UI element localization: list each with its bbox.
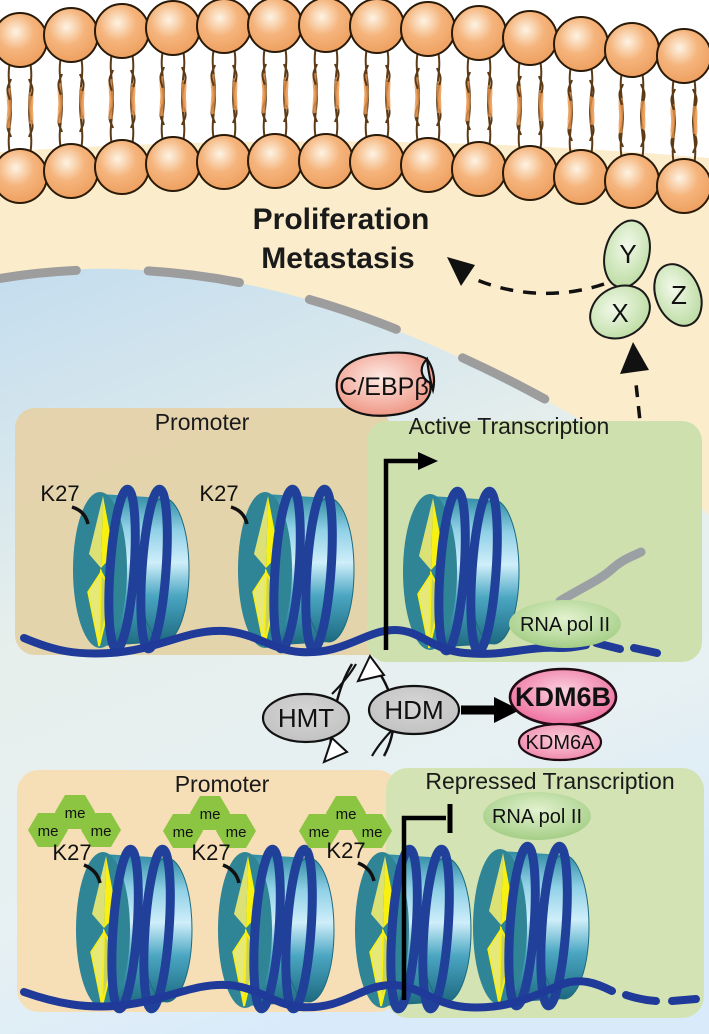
rna-pol-ii-active — [509, 600, 621, 648]
me-label: me — [173, 824, 194, 841]
me-label: me — [336, 806, 357, 823]
me-label: me — [309, 824, 330, 841]
rna-pol-ii-repressed — [483, 792, 591, 840]
proliferation-label: Proliferation — [253, 203, 430, 236]
hmt-enzyme — [261, 692, 351, 744]
k27-label-bottom-3: K27 — [326, 838, 365, 863]
me3-cluster-1: me me me — [28, 795, 121, 847]
promoter-top-title: Promoter — [155, 409, 250, 435]
metastasis-label: Metastasis — [261, 242, 414, 275]
me-label: me — [200, 806, 221, 823]
me-label: me — [65, 805, 86, 822]
active-transcription-title: Active Transcription — [409, 413, 610, 439]
nucleosome-top-1 — [73, 488, 189, 649]
k27-label-top-1: K27 — [40, 481, 79, 506]
dna-strand-top — [20, 625, 661, 658]
k27-pointer-bottom-3 — [357, 861, 376, 882]
k27-pointer-bottom-2 — [222, 863, 241, 884]
k27-pointer-bottom-1 — [83, 863, 102, 884]
kdm6a-label: KDM6A — [526, 732, 596, 754]
hdm-enzyme — [367, 684, 461, 736]
hdm-to-kdm6b-arrow — [461, 697, 520, 723]
cebpb-protein: C/EBPβ — [335, 351, 436, 417]
protein-z — [653, 263, 703, 327]
me3-cluster-2: me me me — [163, 796, 256, 848]
kdm6a-enzyme — [517, 722, 603, 762]
me-label: me — [91, 823, 112, 840]
promoter-bottom-title: Promoter — [175, 771, 270, 797]
me-label: me — [226, 824, 247, 841]
protein-z-label: Z — [671, 280, 687, 310]
hdm-label: HDM — [384, 695, 443, 725]
protein-x — [589, 284, 651, 340]
k27-label-top-2: K27 — [199, 481, 238, 506]
k27-label-bottom-1: K27 — [52, 840, 91, 865]
metastasis-dashed-arrow — [447, 257, 605, 296]
cebpb-label: C/EBPβ — [339, 373, 428, 401]
kdm6b-label: KDM6B — [515, 682, 611, 712]
protein-y-label: Y — [619, 239, 636, 269]
xyz-complex: Y Z X — [589, 219, 703, 340]
transcription-start-arrow — [383, 452, 438, 650]
k27-pointer-top-2 — [230, 505, 249, 525]
protein-x-label: X — [611, 298, 628, 328]
dna-strand-bottom — [20, 977, 700, 1012]
blocked-transcription-arrow — [401, 804, 453, 1000]
mrna-transcript-squiggle — [555, 547, 646, 606]
demethylation-arrowhead — [356, 654, 386, 683]
me-label: me — [38, 823, 59, 840]
rna-pol-ii-repressed-label: RNA pol II — [492, 806, 582, 828]
methylation-arrowhead — [322, 736, 349, 764]
me-label: me — [362, 824, 383, 841]
hmt-label: HMT — [278, 703, 334, 733]
repressed-transcription-title: Repressed Transcription — [425, 768, 674, 794]
nucleosome-top-2 — [238, 488, 354, 649]
k27-label-bottom-2: K27 — [191, 840, 230, 865]
nucleosome-top-3 — [403, 490, 519, 651]
rna-pol-ii-active-label: RNA pol II — [520, 614, 610, 636]
me3-cluster-3: me me me — [299, 796, 392, 848]
k27-pointer-top-1 — [71, 505, 90, 525]
